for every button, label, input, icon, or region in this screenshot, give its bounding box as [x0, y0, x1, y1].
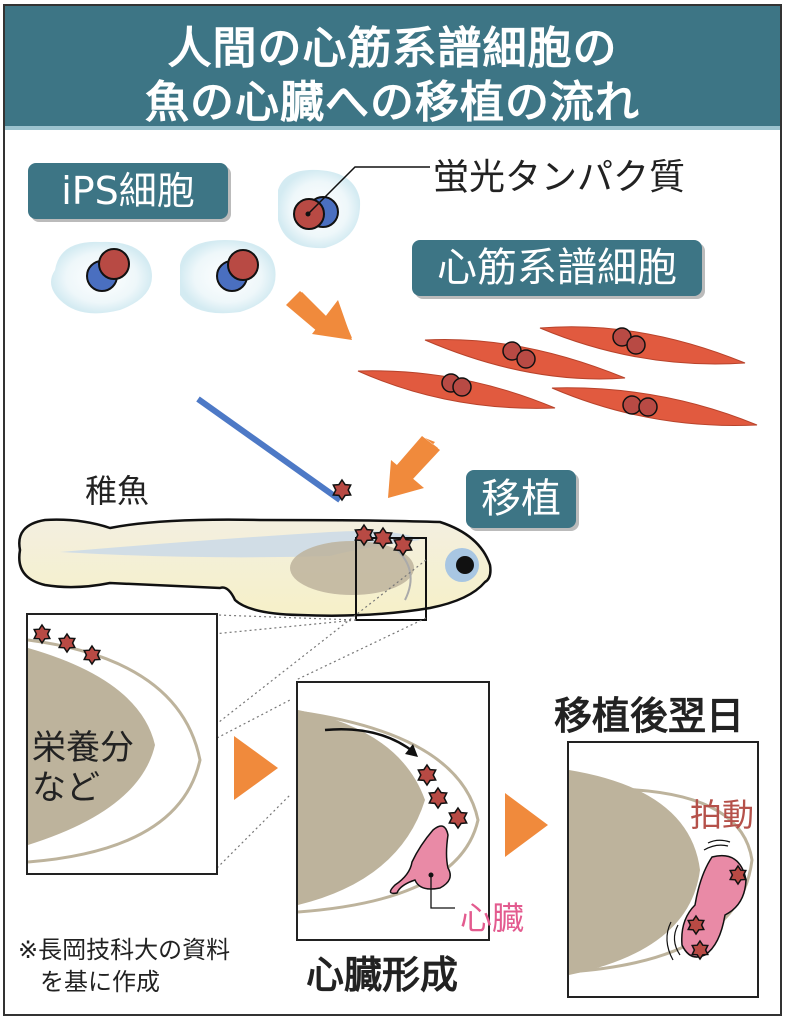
star-cell-icon — [83, 644, 101, 666]
title-banner: 人間の心筋系譜細胞の 魚の心臓への移植の流れ — [3, 4, 782, 128]
star-cell-icon — [428, 786, 448, 810]
fluorescent-protein-leader-line — [307, 166, 430, 215]
label-beating: 拍動 — [690, 796, 755, 834]
cardiac-cell-4 — [551, 387, 758, 426]
next-step-arrow-icon — [234, 736, 278, 800]
nucleus-red-icon — [98, 248, 130, 280]
yolk-sac — [290, 541, 414, 595]
star-cell-icon — [448, 806, 468, 830]
zoom-region-box — [355, 537, 427, 621]
label-nutrients-1: 栄養分 — [32, 728, 134, 768]
nucleus-red-icon — [227, 249, 259, 281]
label-fluorescent-protein: 蛍光タンパク質 — [433, 157, 686, 198]
star-cell-icon — [58, 632, 76, 654]
source-note-1: ※長岡技科大の資料 — [18, 936, 231, 964]
star-cell-icon — [354, 523, 374, 547]
panel-heart-formation — [296, 681, 490, 941]
source-note-2: を基に作成 — [40, 968, 160, 996]
title-underline — [5, 126, 780, 130]
arrow-down-right-icon — [286, 291, 352, 340]
star-cell-icon — [332, 478, 352, 502]
injection-needle — [196, 396, 342, 503]
motion-line-icon — [707, 839, 731, 844]
heart-tube — [389, 825, 451, 895]
next-step-arrow-icon — [505, 793, 548, 857]
star-cell-icon — [687, 914, 705, 936]
label-heart: 心臓 — [460, 899, 525, 937]
panel-day-after — [567, 741, 759, 998]
cardiac-cell-3 — [357, 370, 556, 409]
star-cell-icon — [691, 939, 709, 961]
title-line-2: 魚の心臓への移植の流れ — [145, 77, 640, 128]
tag-transplant: 移植 — [466, 470, 576, 528]
motion-line-icon — [666, 921, 674, 961]
star-cell-icon — [393, 533, 413, 557]
cardiac-cell-2 — [539, 326, 746, 365]
cardiac-cell-1 — [424, 339, 626, 380]
arrow-down-left-icon — [388, 436, 440, 498]
fish-pupil — [456, 556, 474, 574]
label-day-after-transplant: 移植後翌日 — [554, 694, 745, 738]
ips-cell-3 — [278, 169, 361, 249]
title-line-1: 人間の心筋系譜細胞の — [167, 23, 618, 74]
star-cell-icon — [373, 526, 393, 550]
heart-leader-line — [430, 875, 455, 909]
panel-zoomed-yolk — [26, 613, 218, 875]
larval-fish — [18, 518, 492, 621]
transplanted-cells — [33, 478, 747, 961]
label-larval-fish: 稚魚 — [85, 472, 150, 510]
motion-line-icon — [703, 844, 729, 851]
star-cell-icon — [417, 763, 437, 787]
label-heart-formation: 心臓形成 — [306, 953, 459, 997]
tag-ips-cells: iPS細胞 — [28, 163, 228, 219]
star-cell-icon — [33, 623, 51, 645]
tag-cardiac-lineage-cells: 心筋系譜細胞 — [412, 240, 702, 296]
star-cell-icon — [729, 864, 747, 886]
migration-arrow-icon — [324, 728, 416, 754]
pointer-dot-icon — [305, 211, 311, 217]
motion-line-icon — [673, 924, 681, 956]
label-nutrients-2: など — [32, 768, 100, 808]
ips-cell-2 — [180, 240, 276, 314]
ips-cell-1 — [51, 241, 152, 314]
